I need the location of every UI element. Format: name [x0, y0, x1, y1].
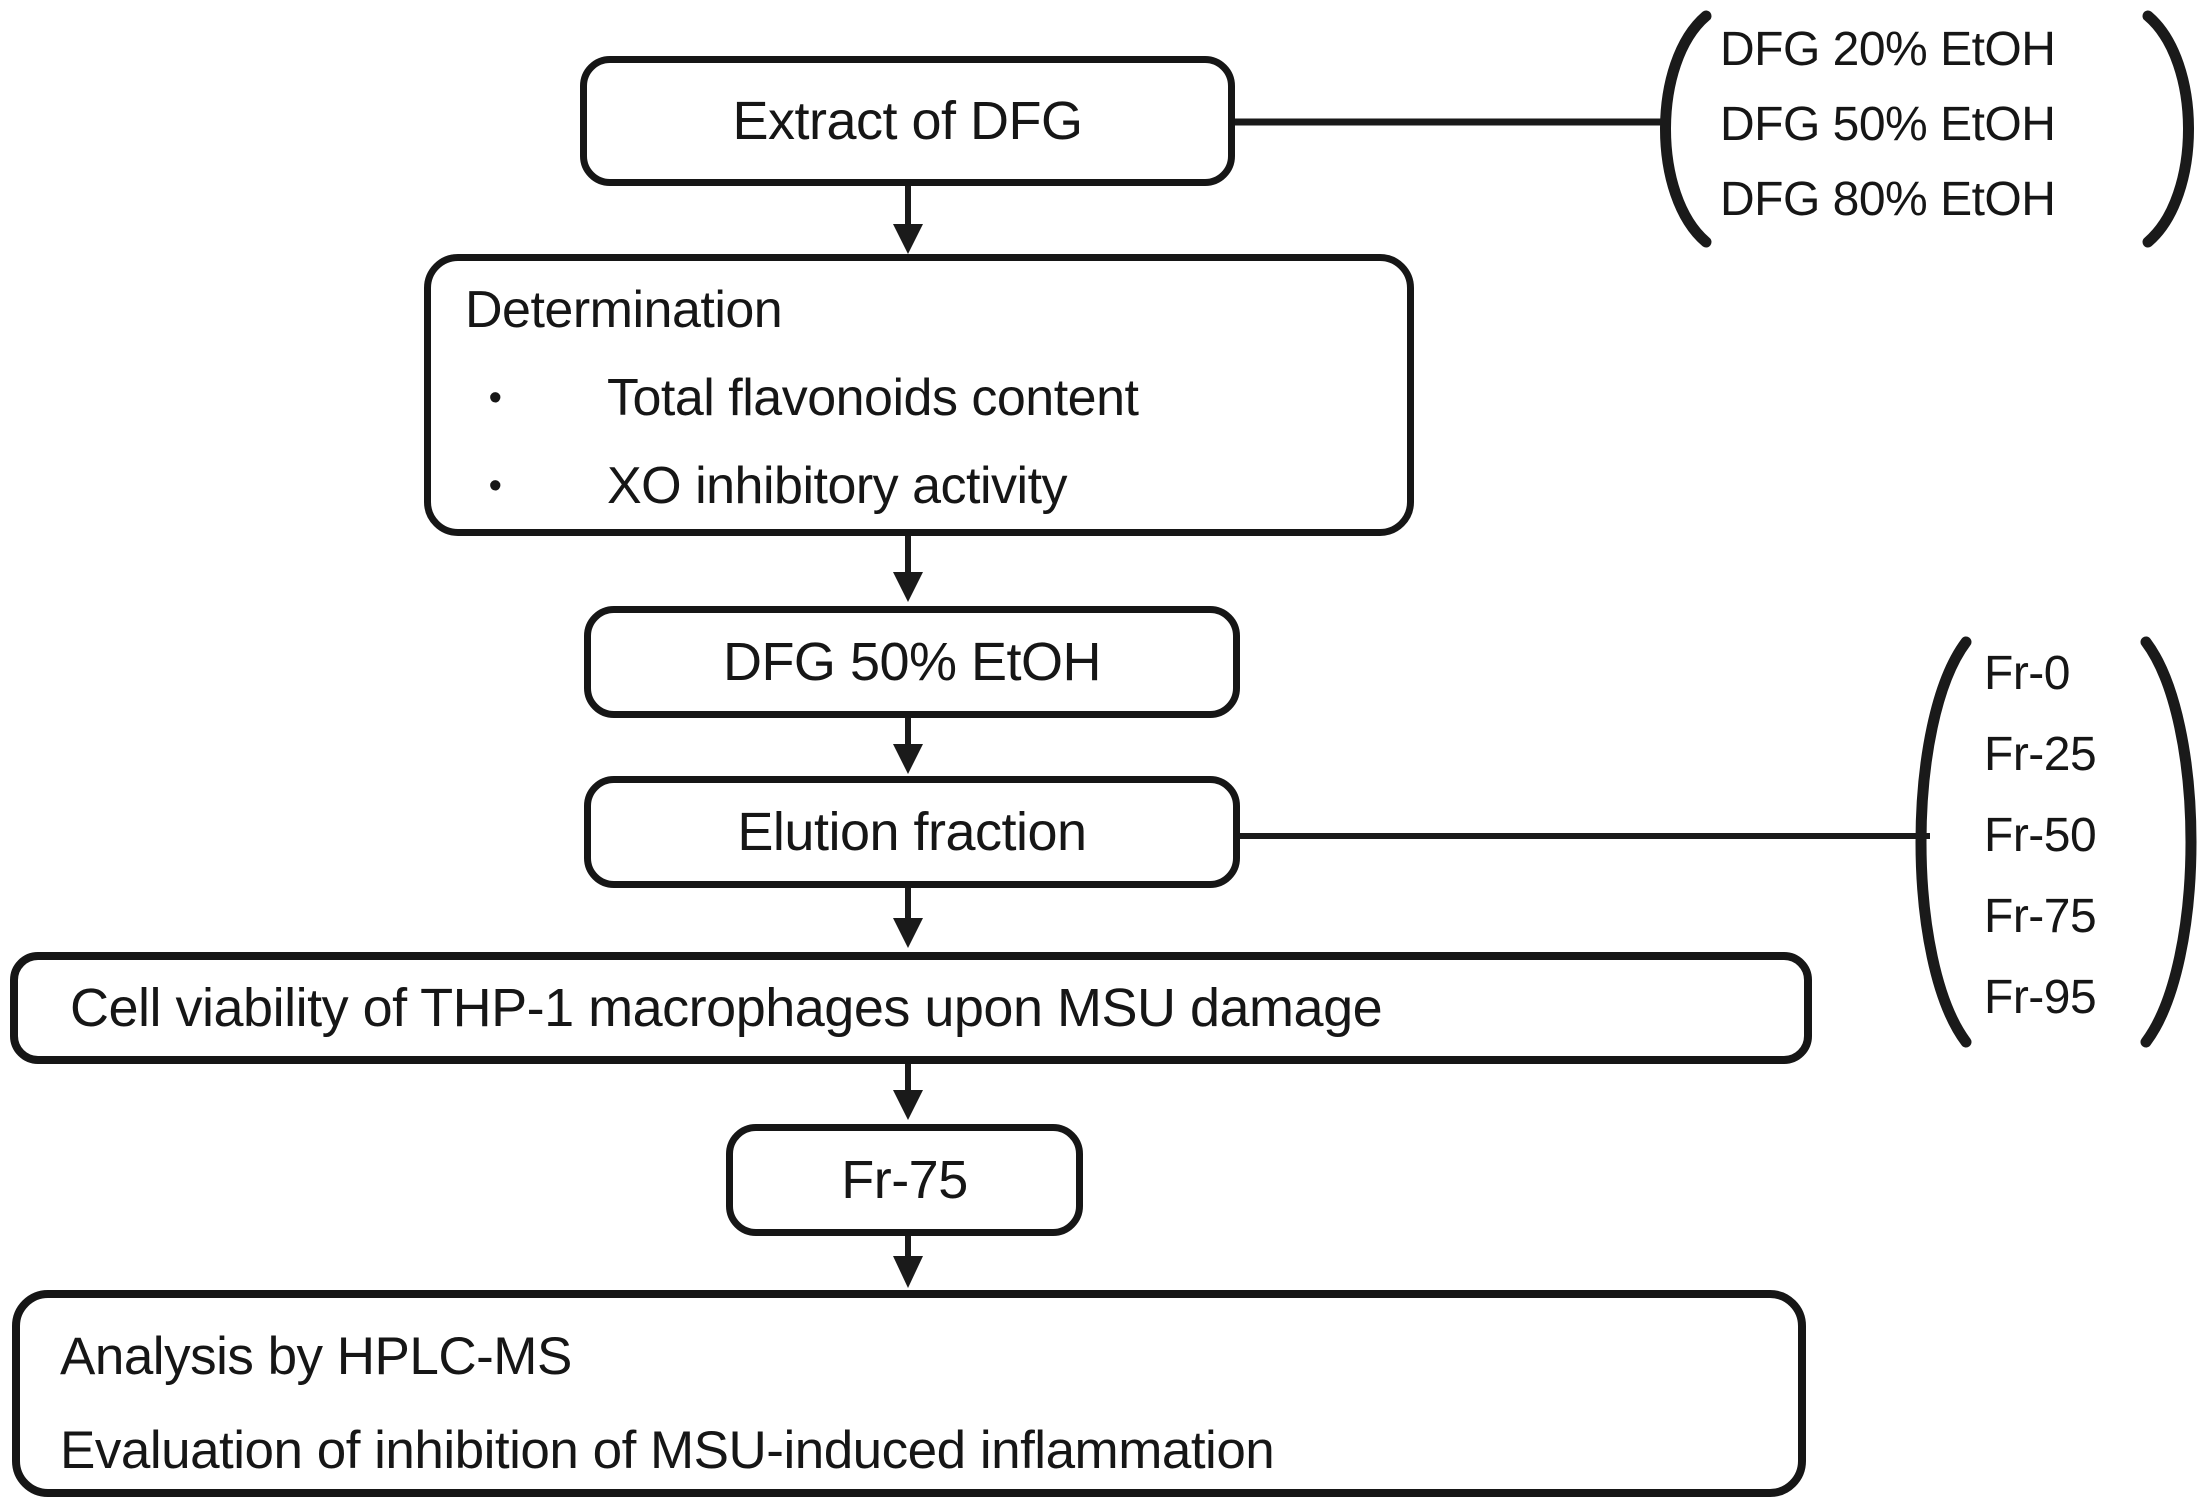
left-paren-icon [1660, 10, 1712, 248]
bullet-icon: • [488, 465, 502, 507]
node-label: Cell viability of THP-1 macrophages upon… [70, 978, 1383, 1038]
list-item: Fr-95 [1984, 971, 2097, 1024]
down-arrow-2 [893, 534, 923, 602]
list-item: Fr-50 [1984, 809, 2097, 862]
node-determination: Determination • Total flavonoids content… [424, 254, 1414, 536]
down-arrow-5 [893, 1062, 923, 1120]
left-paren-icon [1915, 636, 1972, 1048]
extract-variants-list: DFG 20% EtOH DFG 50% EtOH DFG 80% EtOH [1720, 12, 2056, 237]
node-label: Elution fraction [737, 802, 1087, 862]
elution-fractions-list: Fr-0 Fr-25 Fr-50 Fr-75 Fr-95 [1984, 633, 2097, 1038]
down-arrow-4 [893, 886, 923, 948]
down-arrow-6 [893, 1234, 923, 1288]
down-arrow-3 [893, 716, 923, 774]
node-cell-viability: Cell viability of THP-1 macrophages upon… [10, 952, 1812, 1064]
list-item: Fr-75 [1984, 890, 2097, 943]
bullet-icon: • [488, 377, 502, 419]
bullet-label: XO inhibitory activity [607, 457, 1068, 515]
determination-bullet-row: • Total flavonoids content [431, 367, 1407, 429]
node-label-line: Analysis by HPLC-MS [60, 1327, 572, 1386]
node-label: DFG 50% EtOH [722, 632, 1102, 692]
bullet-label: Total flavonoids content [607, 369, 1139, 427]
right-paren-icon [2140, 636, 2197, 1048]
list-item: Fr-0 [1984, 647, 2070, 700]
node-label-line: Evaluation of inhibition of MSU-induced … [60, 1421, 1275, 1480]
bracket-extract-variants [1660, 10, 2194, 248]
list-item: DFG 80% EtOH [1720, 173, 2056, 226]
list-item: DFG 20% EtOH [1720, 23, 2056, 76]
node-elution-fraction: Elution fraction [584, 776, 1240, 888]
node-fr-75: Fr-75 [726, 1124, 1083, 1236]
determination-bullet-row: • XO inhibitory activity [431, 455, 1407, 517]
node-label: Extract of DFG [732, 91, 1083, 151]
down-arrow-1 [893, 184, 923, 254]
node-analysis-evaluation: Analysis by HPLC-MS Evaluation of inhibi… [12, 1290, 1806, 1497]
determination-title: Determination [465, 281, 783, 339]
node-dfg-50-etoh: DFG 50% EtOH [584, 606, 1240, 718]
list-item: Fr-25 [1984, 728, 2097, 781]
right-paren-icon [2142, 10, 2194, 248]
node-label: Fr-75 [841, 1150, 968, 1210]
bracket-elution-fractions [1915, 636, 2197, 1048]
node-extract-of-dfg: Extract of DFG [580, 56, 1235, 186]
list-item: DFG 50% EtOH [1720, 98, 2056, 151]
